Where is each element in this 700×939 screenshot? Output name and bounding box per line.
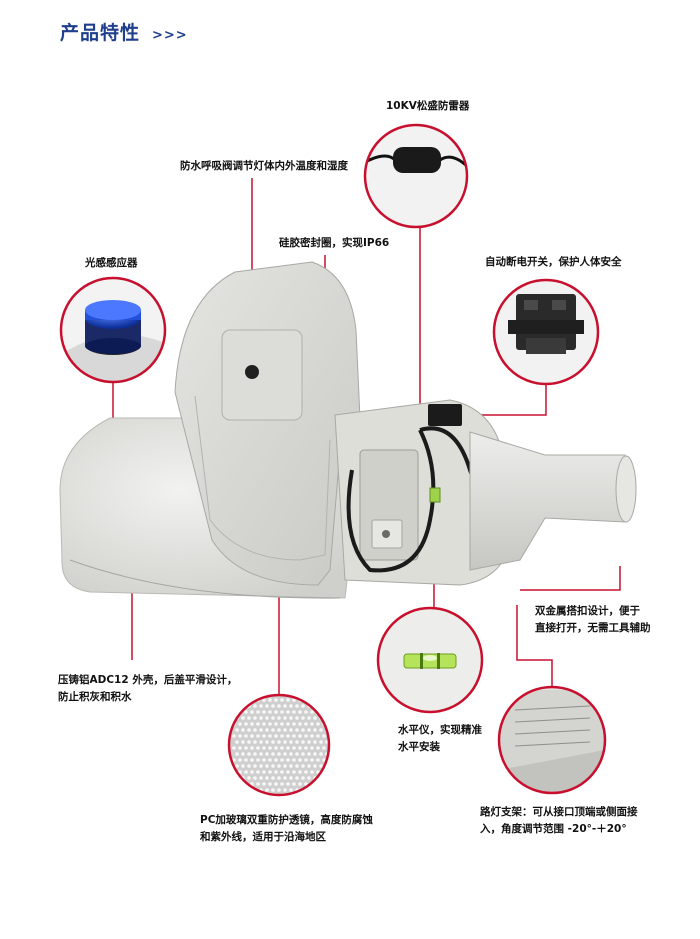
section-header: 产品特性 >>> [60, 18, 188, 45]
silicone-seal-label: 硅胶密封圈，实现IP66 [279, 237, 390, 249]
bracket-label: 路灯支架：可从接口顶端或侧面接 入，角度调节范围 -20°-＋20° [480, 806, 638, 835]
metal-clip-label: 双金属搭扣设计，便于 直接打开，无需工具辅助 [535, 605, 651, 634]
auto-switch-callout [492, 278, 600, 386]
lens-callout [227, 693, 331, 797]
breather-valve-label: 防水呼吸阀调节灯体内外温度和湿度 [180, 160, 348, 172]
level-gauge-callout [376, 606, 484, 714]
surge-protector-label: 10KV松盛防雷器 [386, 100, 470, 112]
light-sensor-callout [59, 276, 167, 384]
bracket-callout [497, 685, 607, 795]
light-sensor-label: 光感感应器 [85, 257, 138, 269]
pc-lens-label: PC加玻璃双重防护透镜，高度防腐蚀 和紫外线，适用于沿海地区 [200, 814, 373, 843]
level-gauge-label: 水平仪，实现精准 水平安装 [398, 724, 482, 753]
chevron-right-icon: >>> [152, 28, 188, 43]
section-title: 产品特性 [60, 22, 141, 44]
surge-protector-callout [363, 123, 469, 229]
auto-power-off-label: 自动断电开关，保护人体安全 [485, 256, 622, 268]
aluminum-housing-label: 压铸铝ADC12 外壳，后盖平滑设计， 防止积灰和积水 [58, 674, 238, 703]
